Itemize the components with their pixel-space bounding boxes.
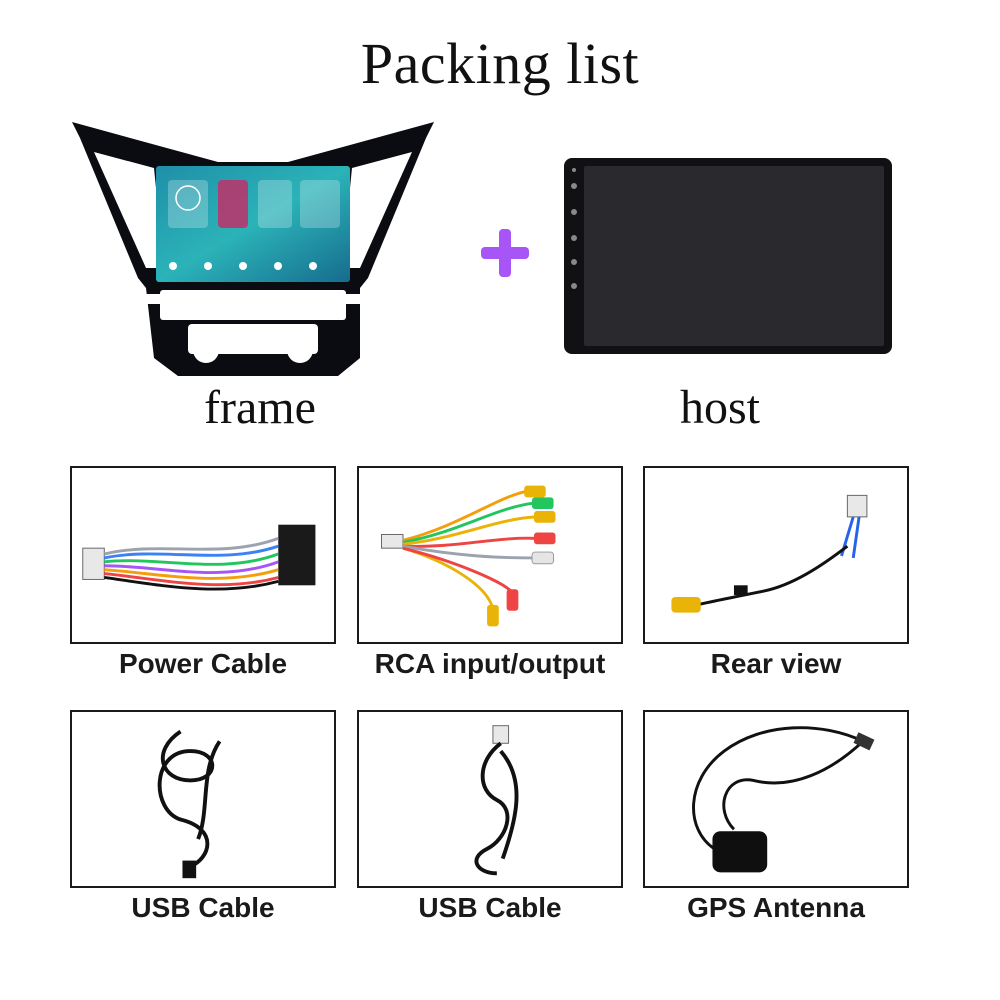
rca-cable-label: RCA input/output <box>374 648 606 679</box>
gps-antenna-icon <box>692 726 875 873</box>
usb-cable-label-2: USB Cable <box>418 892 562 923</box>
host-product-image <box>562 156 894 356</box>
usb-cable-icon <box>474 725 519 876</box>
page-title: Packing list <box>360 31 640 96</box>
plus-icon <box>477 225 533 281</box>
power-cable-card <box>70 466 336 644</box>
rca-cable-card <box>357 466 623 644</box>
gps-antenna-card <box>643 710 909 888</box>
frame-label: frame <box>204 381 316 434</box>
frame-product-image <box>68 118 438 380</box>
usb-cable-card-1 <box>70 710 336 888</box>
usb-cable-icon <box>157 729 222 879</box>
host-label: host <box>679 381 760 434</box>
rca-cable-icon <box>381 485 556 627</box>
usb-cable-label-1: USB Cable <box>131 892 275 923</box>
power-cable-icon <box>82 524 316 591</box>
power-cable-label: Power Cable <box>118 648 288 679</box>
rear-view-card <box>643 466 909 644</box>
gps-antenna-label: GPS Antenna <box>687 892 865 923</box>
usb-cable-card-2 <box>357 710 623 888</box>
rear-view-label: Rear view <box>710 648 842 679</box>
rear-view-cable-icon <box>671 494 868 613</box>
